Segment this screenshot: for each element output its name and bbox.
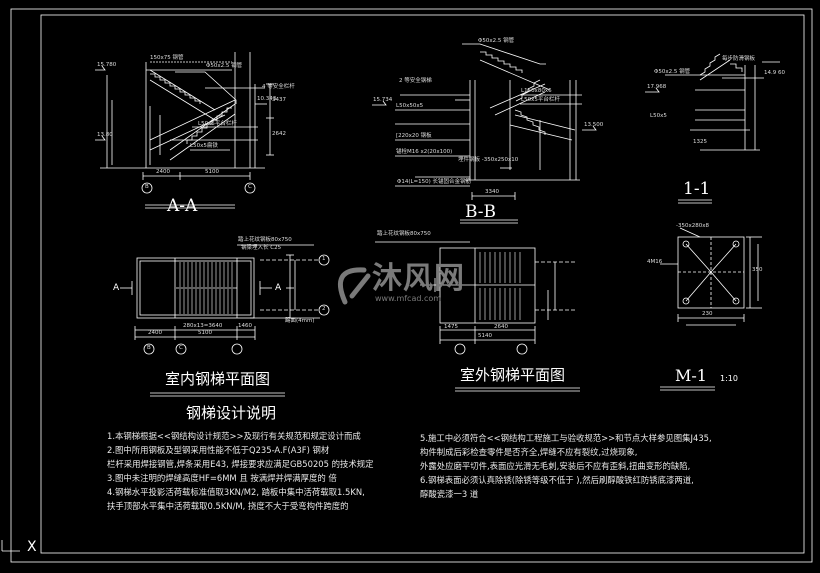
component-label: 1325 (693, 139, 707, 145)
note-line: 6.钢梯表面必须认真除锈(除锈等级不低于 ),然后刷醇酸铁红防锈底漆两道, (420, 475, 694, 485)
dimension-label: 2642 (272, 131, 286, 137)
component-label: 钢梁埋入长 C25 (241, 245, 282, 251)
dimension-label: 5100 (205, 169, 219, 175)
dimension-label: 1460 (238, 323, 252, 329)
note-line: 扶手顶部水平集中活荷载取0.5KN/M, 挠度不大于受弯构件跨度的 (107, 501, 349, 511)
section-11-lines (645, 53, 780, 204)
dimension-label: 4M16 (647, 259, 663, 265)
note-line: 1.本钢梯根据<<钢结构设计规范>>及现行有关规范和规定设计而成 (107, 431, 361, 441)
dimension-label: 3340 (485, 189, 499, 195)
notes-heading: 钢梯设计说明 (186, 404, 277, 422)
elevation-label: 10.343 (257, 96, 277, 102)
dimension-label: 2400 (148, 330, 162, 336)
component-label: [220x20 钢板 (396, 133, 432, 139)
corner-mark: X (27, 539, 37, 555)
axis-bubble-label: C (248, 184, 252, 190)
component-label: L50x5扁铁 (190, 143, 218, 149)
dimension-label: 5100 (198, 330, 212, 336)
component-label: 踏上花纹钢板80x750 (238, 237, 292, 243)
elevation-label: 17.968 (647, 84, 667, 90)
inner-frame (40, 14, 805, 554)
ucs-corner-mark (1, 540, 20, 552)
component-label: 埋件钢板 -350x250x10 (458, 157, 519, 163)
note-line: 外露处应磨平切件,表面应光滑无毛刺,安装后不应有歪斜,扭曲变形的缺陷, (420, 461, 691, 471)
elevation-label: 15.734 (373, 97, 393, 103)
watermark-brand: 沐风网 (372, 261, 465, 296)
axis-bubble-label: B (145, 184, 149, 190)
component-label: 150x75 钢管 (150, 55, 184, 61)
axis-bubble-label: 2 (322, 306, 326, 312)
note-line: 2.图中所用钢板及型钢采用性能不低于Q235-A.F(A3F) 钢材 (107, 445, 330, 455)
dimension-label: 5140 (478, 333, 492, 339)
component-label: 锚栓M16 x2(20x100) (396, 149, 453, 155)
note-line: 构件制成后彩检查零件是否齐全,焊缝不应有裂纹,过烧现象, (420, 447, 638, 457)
m1-plate-lines (660, 227, 762, 391)
title-section-aa: A-A (167, 196, 198, 216)
component-label: L150x80x6 (521, 88, 552, 94)
component-label: Φ50x2.5 钢管 (654, 69, 691, 75)
component-label: 踢面(4mm) (285, 318, 315, 324)
component-label: L50x50x5 (396, 103, 424, 109)
member-scale: 1:10 (720, 374, 738, 383)
cut-mark-label: A (275, 283, 282, 293)
axis-bubble-label: 1 (322, 256, 326, 262)
title-section-bb: B-B (465, 202, 497, 222)
component-label: 4 等安全栏杆 (262, 84, 295, 90)
note-line: 5.施工中必须符合<<钢结构工程施工与验收规范>>和节点大样参见图集J435, (420, 433, 712, 443)
title-indoor-plan: 室内钢梯平面图 (165, 370, 271, 388)
elevation-label: 15.780 (97, 62, 117, 68)
title-member-m1: M-1 (675, 366, 707, 385)
component-label: Φ14(L=150) 长锚固合金钢筋 (397, 179, 472, 185)
dimension-label: 350 (752, 267, 763, 273)
title-outdoor-plan: 室外钢梯平面图 (460, 366, 566, 384)
dimension-label: 2400 (156, 169, 170, 175)
component-label: Φ50x2.5 钢管 (478, 38, 515, 44)
dimension-label: 280x13=3640 (183, 323, 223, 329)
watermark-url: www.mfcad.com (375, 294, 442, 303)
dimension-label: -350x280x8 (676, 223, 709, 229)
component-label: Φ50x2.5 钢管 (206, 63, 243, 69)
dimension-label: 230 (702, 311, 713, 317)
indoor-plan-lines (120, 244, 330, 397)
note-line: 栏杆采用焊接钢管,焊条采用E43, 焊接要求应满足GB50205 的技术规定 (107, 459, 374, 469)
note-line: 醇酸瓷漆一3 道 (420, 489, 479, 499)
component-label: L50x5平台栏杆 (521, 97, 560, 103)
outdoor-plan-lines (375, 241, 580, 392)
note-line: 3.图中未注明的焊缝高度HF=6MM 且 按满焊并焊满厚度的 倍 (107, 473, 337, 483)
component-label: 踏上花纹钢板80x750 (377, 231, 431, 237)
outer-frame (10, 8, 813, 563)
dimension-label: 1475 (444, 324, 458, 330)
axis-bubble-label: B (147, 345, 151, 351)
elevation-label: 14.9 60 (764, 70, 785, 76)
axis-bubble-label: C (179, 345, 183, 351)
cut-mark-label: A (113, 283, 120, 293)
elevation-label: 13.80 (97, 132, 113, 138)
component-label: 每步防滑钢板 (722, 56, 756, 62)
dimension-label: 3437 (272, 97, 286, 103)
elevation-label: 13.500 (584, 122, 604, 128)
section-bb-lines (372, 43, 597, 224)
title-section-11: 1-1 (683, 179, 711, 199)
watermark-logo-icon (338, 267, 371, 305)
note-line: 4.钢梯水平投影活荷载标准值取3KN/M2, 踏板中集中活荷载取1.5KN, (107, 487, 365, 497)
dimension-label: 2640 (494, 324, 508, 330)
component-label: L50x5 (650, 113, 667, 119)
section-aa-lines (95, 52, 274, 209)
component-label: 2 等安全钢梯 (399, 78, 432, 84)
component-label: L50x5平台栏杆 (198, 121, 237, 127)
